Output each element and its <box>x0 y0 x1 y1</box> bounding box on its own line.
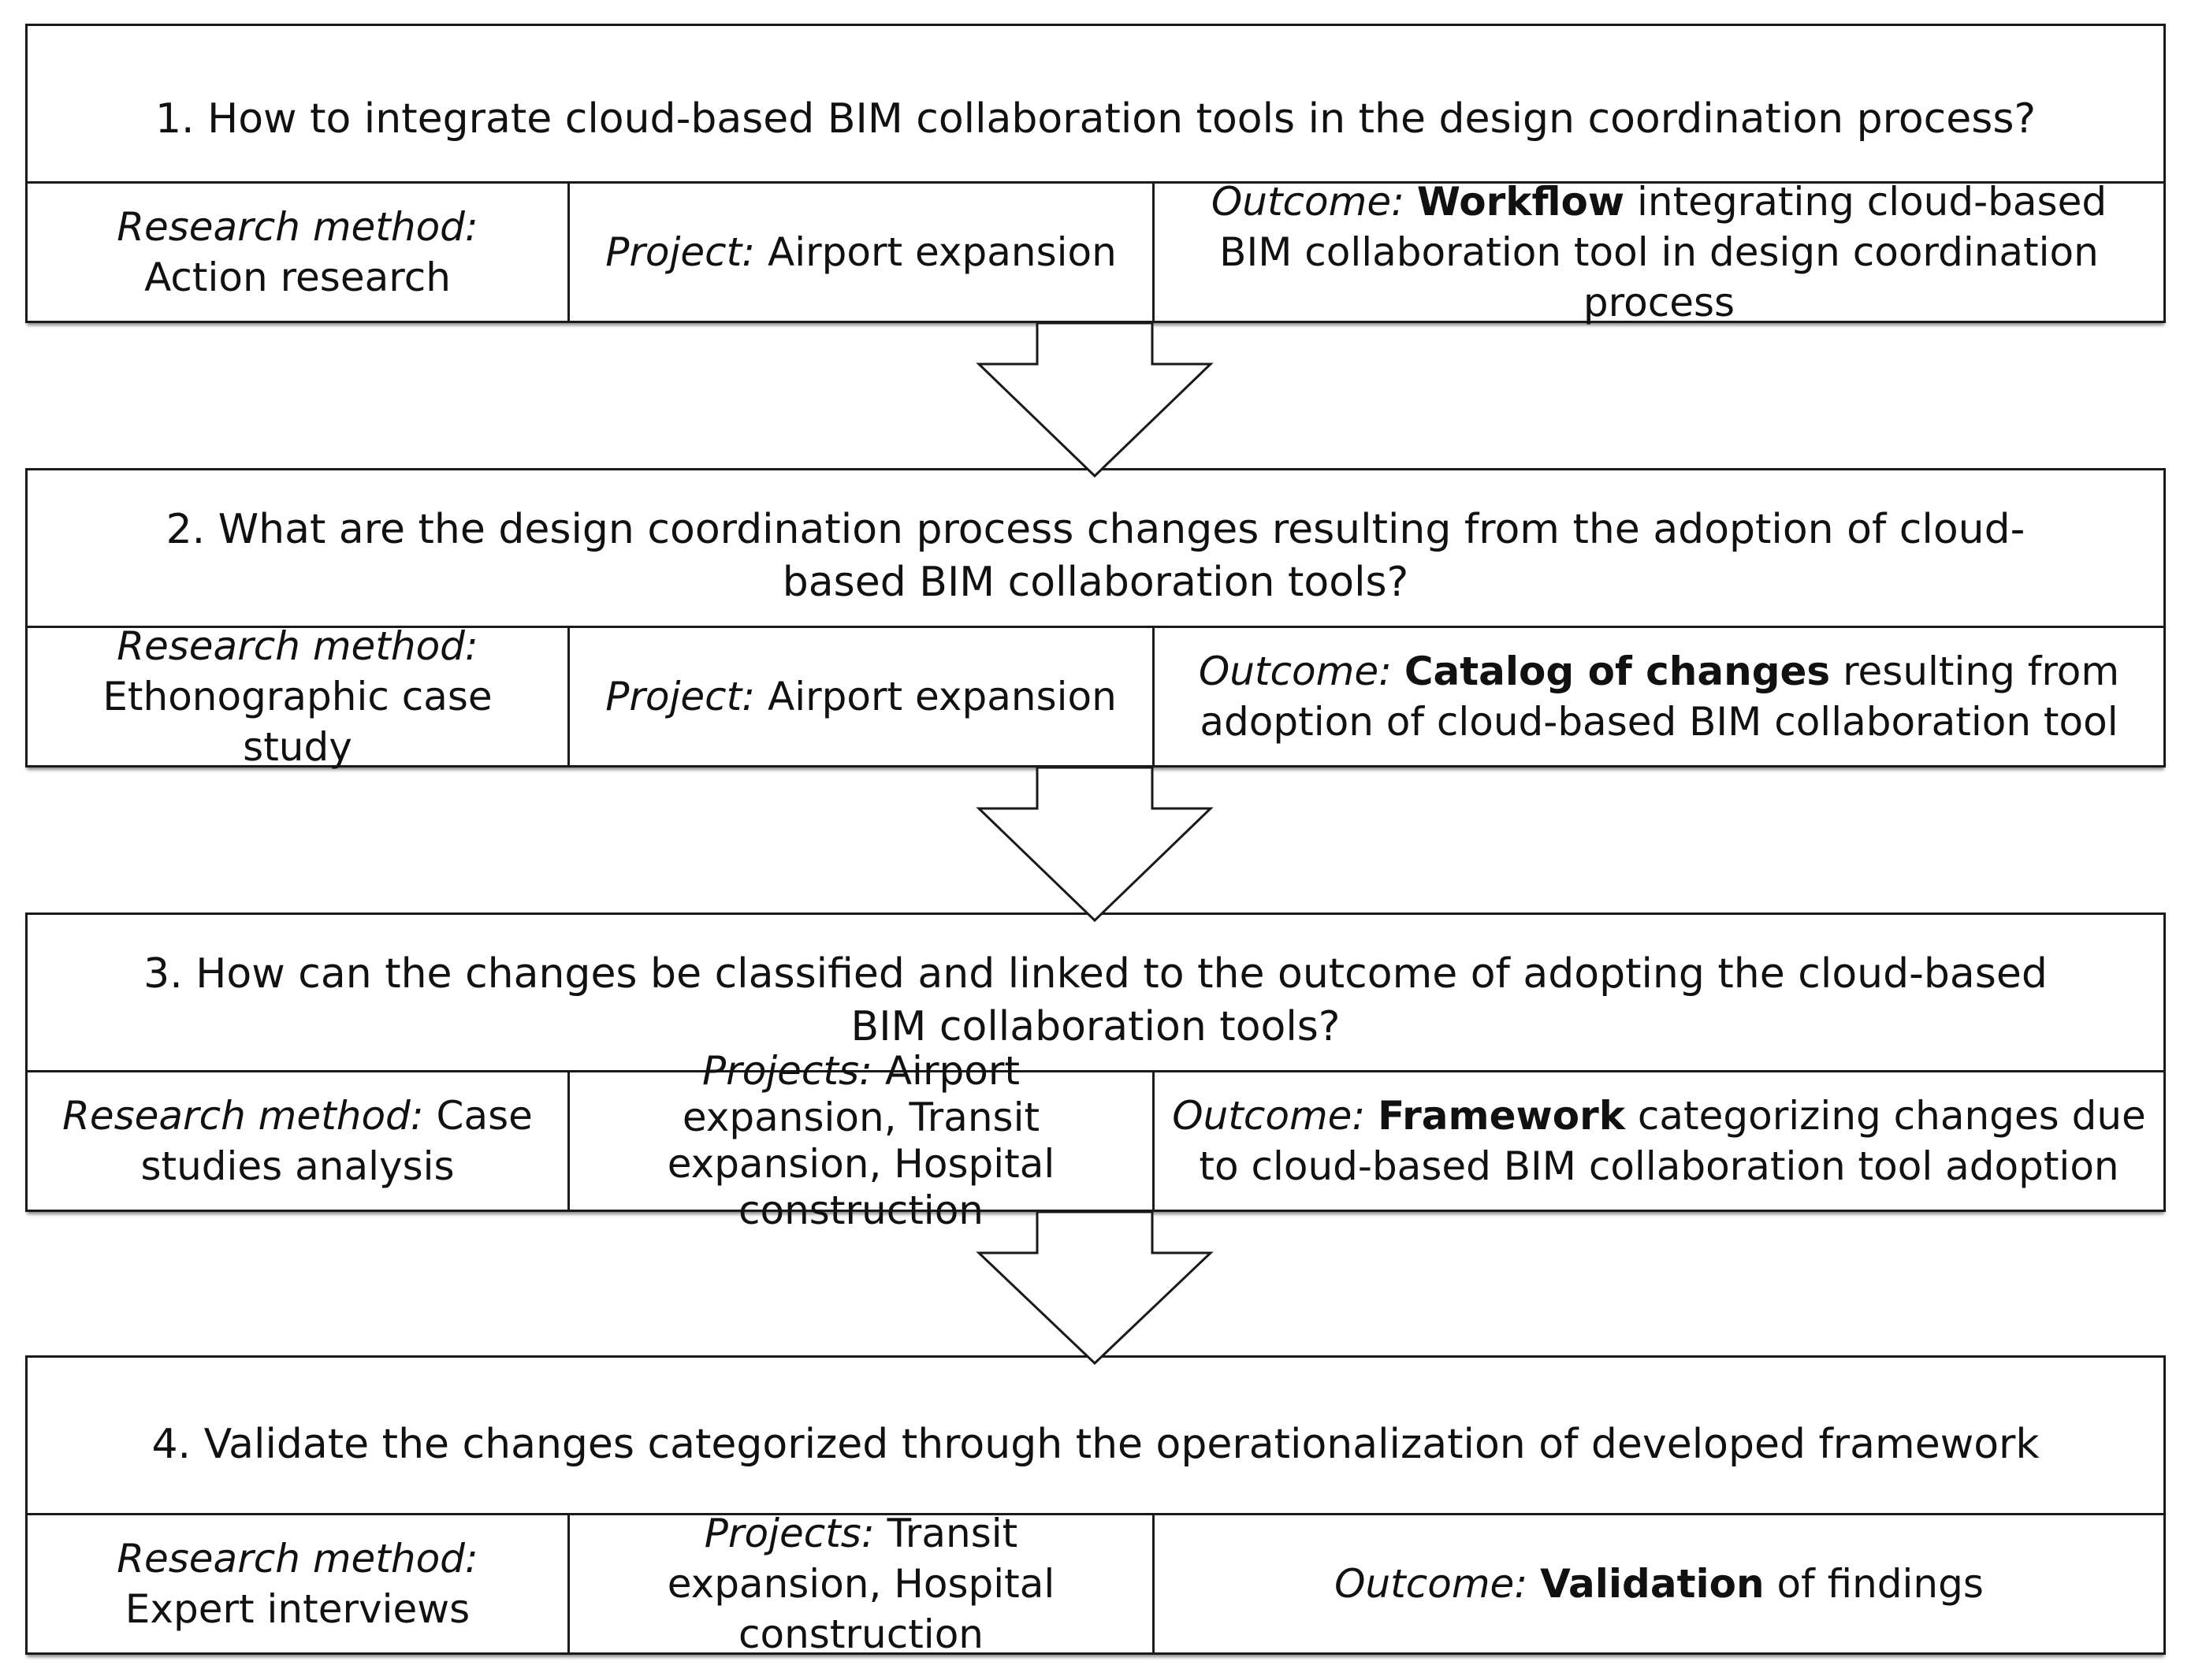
outcome-text: of findings <box>1776 1561 1984 1607</box>
step-1-question: 1. How to integrate cloud-based BIM coll… <box>154 95 2037 143</box>
step-3-block: 3. How can the changes be classified and… <box>25 912 2166 1233</box>
step-4-method: Research method: Expert interviews <box>28 1515 570 1652</box>
down-arrow-3 <box>976 1210 1214 1366</box>
project-value: Airport expansion <box>768 229 1117 275</box>
project-value: Transit expansion, Hospital construction <box>667 1511 1055 1657</box>
down-arrow-2 <box>976 766 1214 923</box>
project-label: Projects: <box>704 1511 875 1556</box>
step-3-question: 3. How can the changes be classified and… <box>143 950 2048 1050</box>
project-label: Projects: <box>701 1048 872 1094</box>
step-2-project: Project: Airport expansion <box>570 628 1155 765</box>
step-4-question: 4. Validate the changes categorized thro… <box>151 1420 2040 1468</box>
outcome-highlight: Framework <box>1378 1093 1625 1139</box>
outcome-highlight: Catalog of changes <box>1404 649 1831 694</box>
step-1-block: 1. How to integrate cloud-based BIM coll… <box>25 24 2166 325</box>
project-value: Airport expansion, Transit expansion, Ho… <box>667 1048 1055 1233</box>
outcome-label: Outcome: <box>1334 1561 1528 1607</box>
project-value: Airport expansion <box>768 674 1117 719</box>
step-4-details: Research method: Expert interviews Proje… <box>28 1511 2163 1657</box>
project-label: Project: <box>605 229 756 275</box>
outcome-highlight: Validation <box>1540 1561 1765 1607</box>
method-label: Research method: <box>117 623 478 669</box>
project-label: Project: <box>605 674 756 719</box>
step-1-project: Project: Airport expansion <box>570 184 1155 321</box>
step-2-question: 2. What are the design coordination proc… <box>166 506 2025 606</box>
step-2-details: Research method: Ethonographic case study… <box>28 623 2163 770</box>
outcome-label: Outcome: <box>1211 179 1404 225</box>
method-value: Action research <box>144 255 451 300</box>
step-3-project: Projects: Airport expansion, Transit exp… <box>570 1048 1155 1233</box>
step-4-block: 4. Validate the changes categorized thro… <box>25 1355 2166 1657</box>
outcome-text: categorizing changes due to cloud-based … <box>1199 1093 2146 1189</box>
step-1-outcome: Outcome: Workflow integrating cloud-base… <box>1155 179 2163 325</box>
step-3-outcome: Outcome: Framework categorizing changes … <box>1155 1072 2163 1210</box>
method-label: Research method: <box>117 204 478 250</box>
method-label: Research method: <box>117 1536 478 1582</box>
method-label: Research method: <box>62 1093 424 1139</box>
method-value: Case studies analysis <box>140 1093 533 1189</box>
step-3-details: Research method: Case studies analysis P… <box>28 1048 2163 1233</box>
step-1-method: Research method: Action research <box>28 184 570 321</box>
step-2-block: 2. What are the design coordination proc… <box>25 468 2166 770</box>
step-4-outcome: Outcome: Validation of findings <box>1155 1515 2163 1652</box>
outcome-label: Outcome: <box>1172 1093 1366 1139</box>
outcome-text: resulting from adoption of cloud-based B… <box>1200 649 2120 745</box>
method-value: Ethonographic case study <box>102 674 493 770</box>
step-1-details: Research method: Action research Project:… <box>28 179 2163 325</box>
step-2-outcome: Outcome: Catalog of changes resulting fr… <box>1155 628 2163 765</box>
step-4-project: Projects: Transit expansion, Hospital co… <box>570 1511 1155 1657</box>
step-3-method: Research method: Case studies analysis <box>28 1072 570 1210</box>
step-2-method: Research method: Ethonographic case study <box>28 623 570 770</box>
outcome-label: Outcome: <box>1198 649 1392 694</box>
outcome-highlight: Workflow <box>1416 179 1625 225</box>
method-value: Expert interviews <box>125 1586 471 1632</box>
down-arrow-1 <box>976 322 1214 478</box>
outcome-text: integrating cloud-based BIM collaboratio… <box>1219 179 2107 325</box>
